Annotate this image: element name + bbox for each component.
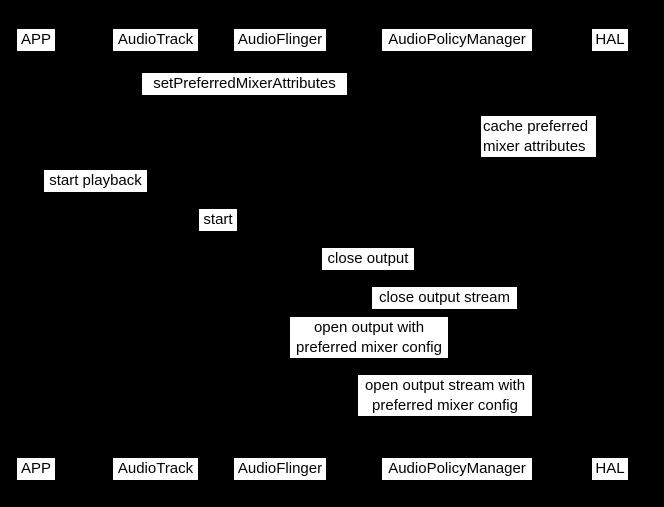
lifeline-audiopolicymanager xyxy=(457,51,458,456)
activation-audiotrack xyxy=(150,172,160,212)
message-label-open-output-stream-with-preferred-mixer-config[interactable]: open output stream with preferred mixer … xyxy=(358,375,532,416)
activation-audioflinger xyxy=(275,210,285,400)
message-label-start-playback[interactable]: start playback xyxy=(44,170,147,192)
selfarrow-cache-side xyxy=(478,112,479,152)
message-label-close-output-stream[interactable]: close output stream xyxy=(372,287,517,309)
activation-hal xyxy=(605,288,615,318)
lifeline-audiotrack xyxy=(155,51,156,456)
message-label-open-output-with-preferred-mixer-config[interactable]: open output with preferred mixer config xyxy=(290,317,448,358)
arrowhead-close-output-stream xyxy=(602,284,610,292)
arrowhead-open-output-with-preferred-mixer-config xyxy=(280,352,288,360)
arrowhead-setpreferredmixerattributes xyxy=(449,68,457,76)
participant-header-audiopolicymanager[interactable]: AudioPolicyManager xyxy=(382,29,532,51)
message-label-cache-preferred-mixer-attributes[interactable]: cache preferred mixer attributes xyxy=(481,116,596,157)
message-label-start[interactable]: start xyxy=(199,209,237,231)
arrow-open-output-stream-with-preferred-mixer-config xyxy=(280,416,610,417)
participant-header-audiotrack[interactable]: AudioTrack xyxy=(113,29,198,51)
message-label-setpreferredmixerattributes[interactable]: setPreferredMixerAttributes xyxy=(142,73,347,95)
arrowhead-start-playback xyxy=(147,168,155,176)
lifeline-app xyxy=(36,51,37,456)
arrowhead-start xyxy=(272,206,280,214)
activation-audiopolicymanager xyxy=(452,72,462,172)
activation-app xyxy=(31,62,41,192)
arrowhead-open-output-stream-with-preferred-mixer-config xyxy=(602,412,610,420)
arrow-setpreferredmixerattributes xyxy=(36,72,457,73)
participant-footer-hal[interactable]: HAL xyxy=(592,458,628,480)
selfarrow-cache-top xyxy=(457,112,479,113)
message-label-close-output[interactable]: close output xyxy=(322,248,414,270)
arrowhead-close-output xyxy=(449,245,457,253)
participant-header-audioflinger[interactable]: AudioFlinger xyxy=(234,29,326,51)
participant-header-hal[interactable]: HAL xyxy=(592,29,628,51)
participant-footer-audiotrack[interactable]: AudioTrack xyxy=(113,458,198,480)
lifeline-hal xyxy=(610,51,611,456)
participant-footer-audiopolicymanager[interactable]: AudioPolicyManager xyxy=(382,458,532,480)
participant-footer-audioflinger[interactable]: AudioFlinger xyxy=(234,458,326,480)
arrowhead-cache-preferred-mixer-attributes xyxy=(457,148,465,156)
participant-footer-app[interactable]: APP xyxy=(17,458,55,480)
selfarrow-cache-bottom xyxy=(457,152,479,153)
participant-header-app[interactable]: APP xyxy=(17,29,55,51)
